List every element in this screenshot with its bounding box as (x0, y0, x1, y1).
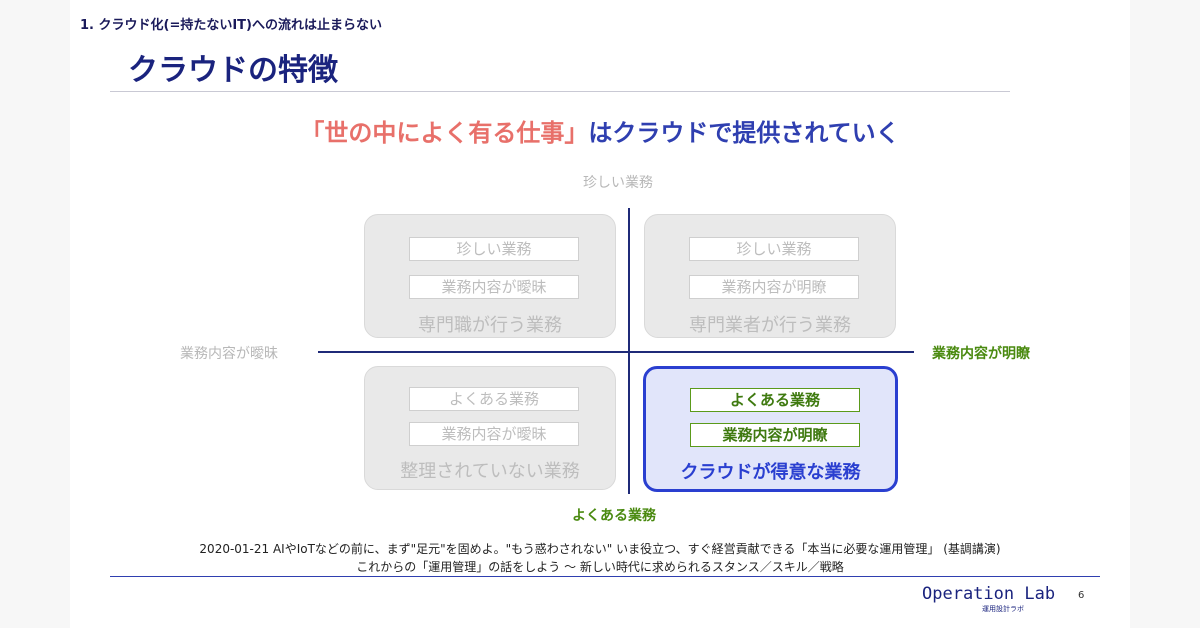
brand-subtitle: 運用設計ラボ (982, 605, 1024, 613)
headline: 「世の中によく有る仕事」はクラウドで提供されていく (0, 113, 1200, 148)
horizontal-axis (318, 351, 914, 353)
brand-logo-text: Operation Lab (922, 584, 1056, 604)
quadrant-top-right: 珍しい業務 業務内容が明瞭 専門業者が行う業務 (644, 214, 896, 338)
quadrant-tag: 業務内容が曖昧 (409, 422, 579, 446)
axis-label-left: 業務内容が曖昧 (180, 346, 278, 362)
slide-title: クラウドの特徴 (128, 53, 338, 88)
quadrant-label: 専門職が行う業務 (418, 315, 562, 336)
source-citation-line1: 2020-01-21 AIやIoTなどの前に、まず"足元"を固めよ。"もう惑わさ… (199, 542, 1001, 556)
quadrant-tag: 珍しい業務 (409, 237, 579, 261)
footer-divider (110, 576, 1100, 577)
quadrant-tag: 業務内容が曖昧 (409, 275, 579, 299)
headline-rest: はクラウドで提供されていく (588, 119, 900, 147)
quadrant-label: 専門業者が行う業務 (689, 315, 851, 336)
quadrant-tag-highlight: よくある業務 (690, 388, 860, 412)
page-margin-left (0, 0, 70, 628)
headline-emphasis: 「世の中によく有る仕事」 (300, 119, 589, 147)
quadrant-bottom-right-highlight: よくある業務 業務内容が明瞭 クラウドが得意な業務 (643, 366, 898, 492)
source-citation-line2: これからの「運用管理」の話をしよう ～ 新しい時代に求められるスタンス／スキル／… (356, 560, 844, 574)
quadrant-label-highlight: クラウドが得意な業務 (680, 462, 861, 483)
title-divider (110, 91, 1010, 92)
quadrant-bottom-left: よくある業務 業務内容が曖昧 整理されていない業務 (364, 366, 616, 490)
quadrant-top-left: 珍しい業務 業務内容が曖昧 専門職が行う業務 (364, 214, 616, 338)
quadrant-tag: よくある業務 (409, 387, 579, 411)
quadrant-tag: 業務内容が明瞭 (689, 275, 859, 299)
quadrant-label: 整理されていない業務 (400, 461, 580, 482)
quadrant-tag-highlight: 業務内容が明瞭 (690, 423, 860, 447)
page-number: 6 (1078, 590, 1085, 601)
section-header: 1. クラウド化(=持たないIT)への流れは止まらない (80, 18, 382, 33)
page-margin-right (1130, 0, 1200, 628)
quadrant-tag: 珍しい業務 (689, 237, 859, 261)
axis-label-right: 業務内容が明瞭 (932, 346, 1030, 362)
axis-label-top: 珍しい業務 (583, 175, 653, 191)
axis-label-bottom: よくある業務 (572, 508, 656, 524)
